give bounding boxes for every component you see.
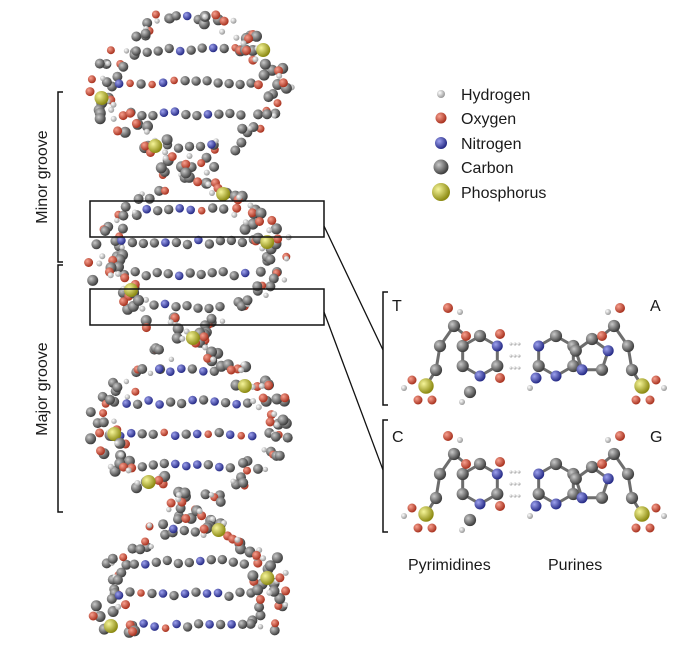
purines-label: Purines [548, 557, 602, 574]
legend-label-nitrogen: Nitrogen [461, 136, 521, 153]
major-groove-label: Major groove [34, 342, 51, 435]
connector-line-bottom [323, 311, 384, 471]
legend-label-phosphorus: Phosphorus [461, 185, 546, 202]
atom-legend: Hydrogen Oxygen Nitrogen Carbon Phosphor… [432, 87, 546, 202]
cg-base-pair-model [401, 431, 667, 533]
ta-base-pair-model [401, 303, 667, 405]
connector-line-top [323, 225, 384, 351]
base-pair-bracket-bottom [382, 419, 388, 533]
major-groove-bracket [57, 264, 63, 513]
minor-groove-label: Minor groove [34, 130, 51, 223]
legend-label-oxygen: Oxygen [461, 111, 516, 128]
phosphorus-atom-icon [432, 183, 450, 201]
base-pair-bracket-top [382, 291, 388, 406]
base-letter-a: A [650, 298, 661, 315]
pyrimidines-label: Pyrimidines [408, 557, 491, 574]
dna-double-helix-model [84, 10, 295, 638]
legend-label-carbon: Carbon [461, 160, 513, 177]
legend-label-hydrogen: Hydrogen [461, 87, 530, 104]
hydrogen-atom-icon [437, 90, 445, 98]
carbon-atom-icon [433, 159, 449, 175]
base-letter-c: C [392, 429, 404, 446]
nitrogen-atom-icon [435, 137, 447, 149]
base-letter-g: G [650, 429, 662, 446]
minor-groove-bracket [57, 91, 63, 263]
oxygen-atom-icon [435, 112, 447, 124]
highlight-box-top [89, 200, 325, 238]
highlight-box-bottom [89, 288, 325, 326]
base-letter-t: T [392, 298, 402, 315]
